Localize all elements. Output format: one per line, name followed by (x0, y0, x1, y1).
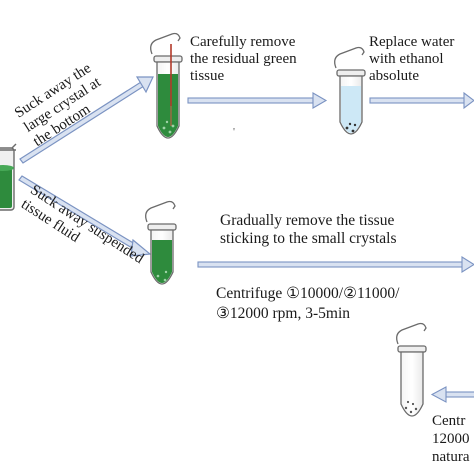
arrow-to-right-top (369, 91, 474, 110)
beaker-icon (0, 143, 17, 211)
clear-tube-icon (396, 322, 427, 417)
arrow-to-right-bottom (197, 256, 474, 273)
stray-mark: ' (233, 126, 235, 138)
label-remove-green-tissue: Carefully remove the residual green tiss… (190, 34, 297, 84)
label-remove-tissue-crystals: Gradually remove the tissue sticking to … (220, 212, 397, 247)
label-replace-ethanol: Replace water with ethanol absolute (369, 34, 455, 84)
green-tube-icon (150, 32, 183, 139)
blue-tube-icon (334, 46, 366, 135)
arrow-to-blue-tube (187, 92, 328, 109)
arrow-to-bottom-branch (18, 175, 152, 257)
arrow-to-clear-tube (430, 386, 474, 403)
arrow-to-top-branch (19, 76, 154, 164)
label-centrifuge: Centrifuge ①10000/②11000/ ③12000 rpm, 3-… (216, 285, 400, 322)
label-centrifuge-cropped: Centr 12000 natura (432, 413, 470, 465)
green-tube-bottom-icon (145, 200, 177, 285)
